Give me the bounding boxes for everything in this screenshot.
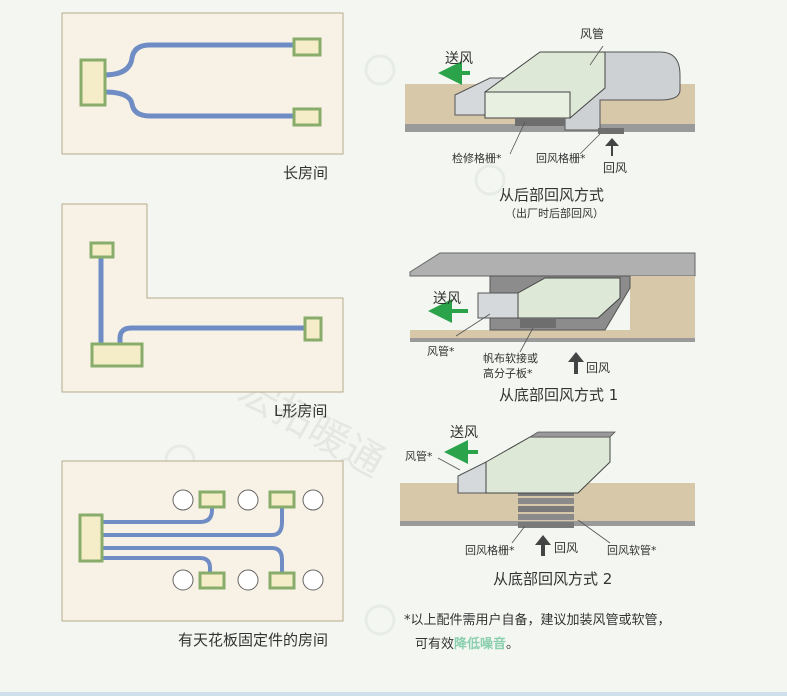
footnote-line2-suffix: 。: [506, 637, 519, 652]
bottom2-supply-label: 送风: [450, 425, 478, 441]
outlet-vent: [268, 490, 296, 509]
l-room-duct-horizontal: [117, 325, 310, 345]
footnote-line1: *以上配件需用户自备，建议加装风管或软管，: [404, 612, 671, 628]
indoor-unit: [79, 58, 107, 107]
rear-return-subtitle: （出厂时后部回风）: [505, 206, 604, 220]
rear-return-label: 回风: [603, 161, 627, 175]
bottom1-duct-label: 风管*: [427, 344, 455, 358]
outlet-vent: [292, 37, 322, 57]
ceiling-room-duct: [100, 556, 212, 574]
return-arrow-icon: [568, 352, 584, 374]
rear-return-diagram: [405, 45, 695, 156]
outlet-vent: [89, 241, 115, 259]
ceiling-room-duct: [100, 546, 284, 574]
rear-inspection-grille-label: 检修格栅*: [452, 151, 502, 165]
footnote-line2: 可有效降低噪音。: [415, 636, 519, 652]
bottom2-return-label: 回风: [554, 541, 578, 555]
indoor-unit: [90, 342, 144, 368]
ceiling-fixture-icon: [237, 489, 259, 511]
soft-return-duct: [518, 490, 574, 528]
inspection-grille: [515, 118, 565, 126]
slab: [409, 252, 696, 277]
ceiling-fixture-icon: [302, 569, 324, 591]
watermark-logo-icon: [474, 164, 506, 196]
supply-duct: [477, 292, 519, 319]
ceiling-fixture-icon: [172, 569, 194, 591]
bottom2-title: 从底部回风方式 2: [493, 570, 612, 588]
watermark-logo-icon: [364, 604, 396, 636]
rear-return-title: 从后部回风方式: [499, 186, 604, 204]
bottom2-duct-label: 风管*: [405, 449, 433, 463]
indoor-unit: [78, 513, 104, 563]
footnote-line2-prefix: 可有效: [415, 637, 454, 652]
footnote-highlight: 降低噪音: [454, 636, 506, 652]
outlet-vent: [198, 490, 226, 509]
indoor-unit-body: [517, 277, 621, 319]
return-arrow-icon: [605, 138, 619, 156]
bottom-return-1-diagram: [409, 252, 696, 374]
long-room-duct-lower: [103, 89, 300, 119]
l-room-diagram: [61, 203, 344, 393]
ceiling-board-edge: [405, 124, 695, 132]
long-room-label: 长房间: [283, 164, 328, 182]
bottom-border: [0, 692, 787, 696]
bottom-return-2-diagram: [400, 431, 695, 556]
bottom1-return-label: 回风: [586, 361, 610, 375]
long-room-duct-upper: [103, 42, 300, 78]
ceiling-room-duct: [100, 506, 284, 537]
l-room-label: L形房间: [274, 402, 327, 420]
return-arrow-icon: [535, 535, 551, 556]
ceiling-room-label: 有天花板固定件的房间: [178, 631, 328, 649]
rear-return-grille-label: 回风格栅*: [536, 151, 586, 165]
ceiling-room-duct: [100, 506, 214, 524]
ceiling-fixture-icon: [302, 489, 324, 511]
bottom2-soft-duct-label: 回风软管*: [607, 543, 657, 557]
ceiling-room-outline: [61, 460, 344, 622]
canvas-connector: [520, 318, 556, 328]
ceiling-fixture-icon: [172, 489, 194, 511]
long-room-diagram: [61, 12, 344, 155]
ceiling-room-diagram: [61, 460, 344, 622]
indoor-unit-front: [484, 91, 571, 119]
outlet-vent: [303, 316, 323, 342]
bottom1-title: 从底部回风方式 1: [499, 386, 618, 404]
watermark-logo-icon: [364, 54, 396, 86]
bottom1-canvas-line1: 帆布软接或: [483, 351, 538, 365]
bottom1-supply-label: 送风: [433, 291, 461, 307]
ceiling-fixture-icon: [237, 569, 259, 591]
long-room-outline: [61, 12, 344, 155]
bottom2-return-grille-label: 回风格栅*: [465, 543, 515, 557]
rear-duct-label: 风管: [580, 26, 604, 41]
outlet-vent: [198, 571, 226, 590]
outlet-vent: [268, 571, 296, 590]
outlet-vent: [292, 107, 322, 127]
bottom1-canvas-line2: 高分子板*: [483, 366, 533, 380]
return-grille: [598, 128, 624, 134]
rear-supply-label: 送风: [445, 51, 473, 67]
